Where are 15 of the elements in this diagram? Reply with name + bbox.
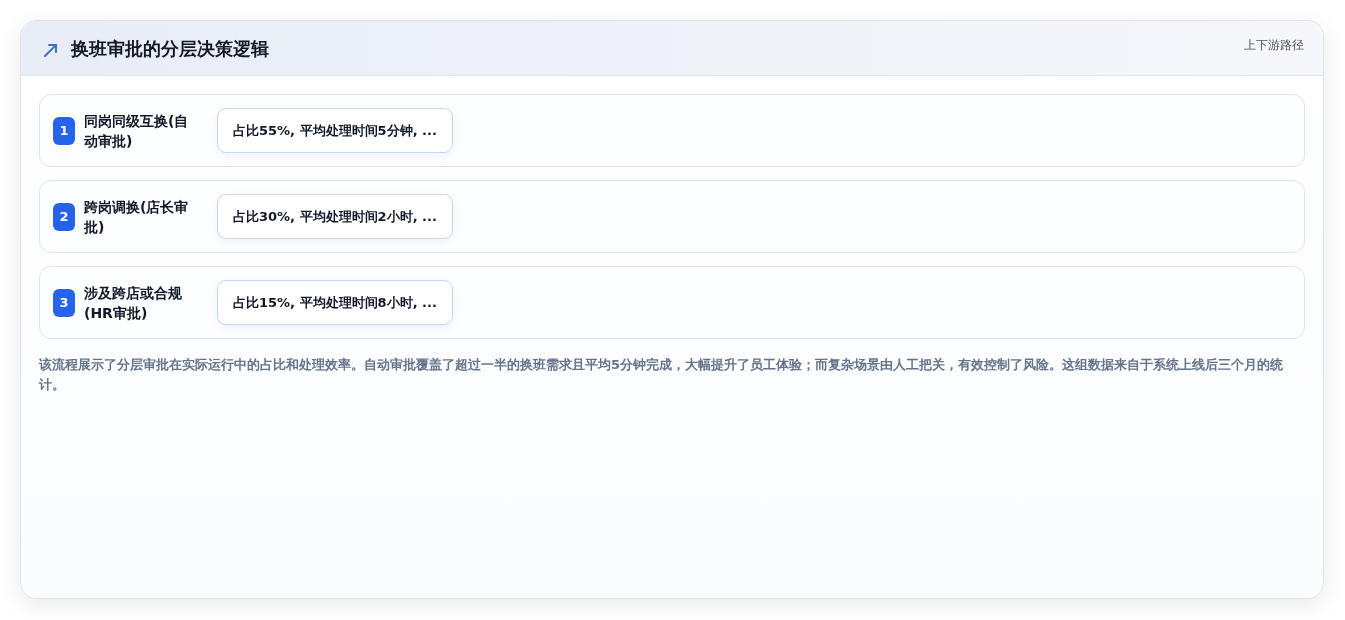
tier-row xyxy=(39,94,1305,167)
header-label: 上下游路径 xyxy=(1244,37,1304,53)
caption: 该流程展示了分层审批在实际运行中的占比和处理效率。自动审批覆盖了超过一半的换班需求且平均5分钟完成，大幅提升了员工体验；而复杂场景由人工把关，有效控制了风险。这组数据来自于系统上线后三个月的统计。 xyxy=(39,356,1285,394)
stats-box: 占比30%, 平均处理时间2小时, ... xyxy=(217,194,453,239)
tier-label: 同岗同级互换(自动审批) xyxy=(84,111,190,151)
stats-box: 占比55%, 平均处理时间5分钟, ... xyxy=(217,108,453,153)
step-number: 3 xyxy=(53,288,75,317)
card-title: 换班审批的分层决策逻辑 xyxy=(71,37,269,61)
tier-row xyxy=(39,180,1305,253)
tier-row xyxy=(39,266,1305,339)
stats-box: 占比15%, 平均处理时间8小时, ... xyxy=(217,280,453,325)
step-number: 2 xyxy=(53,202,75,231)
step-number: 1 xyxy=(53,116,75,145)
tier-label: 涉及跨店或合规(HR审批) xyxy=(84,283,183,323)
tier-label: 跨岗调换(店长审批) xyxy=(84,197,190,237)
